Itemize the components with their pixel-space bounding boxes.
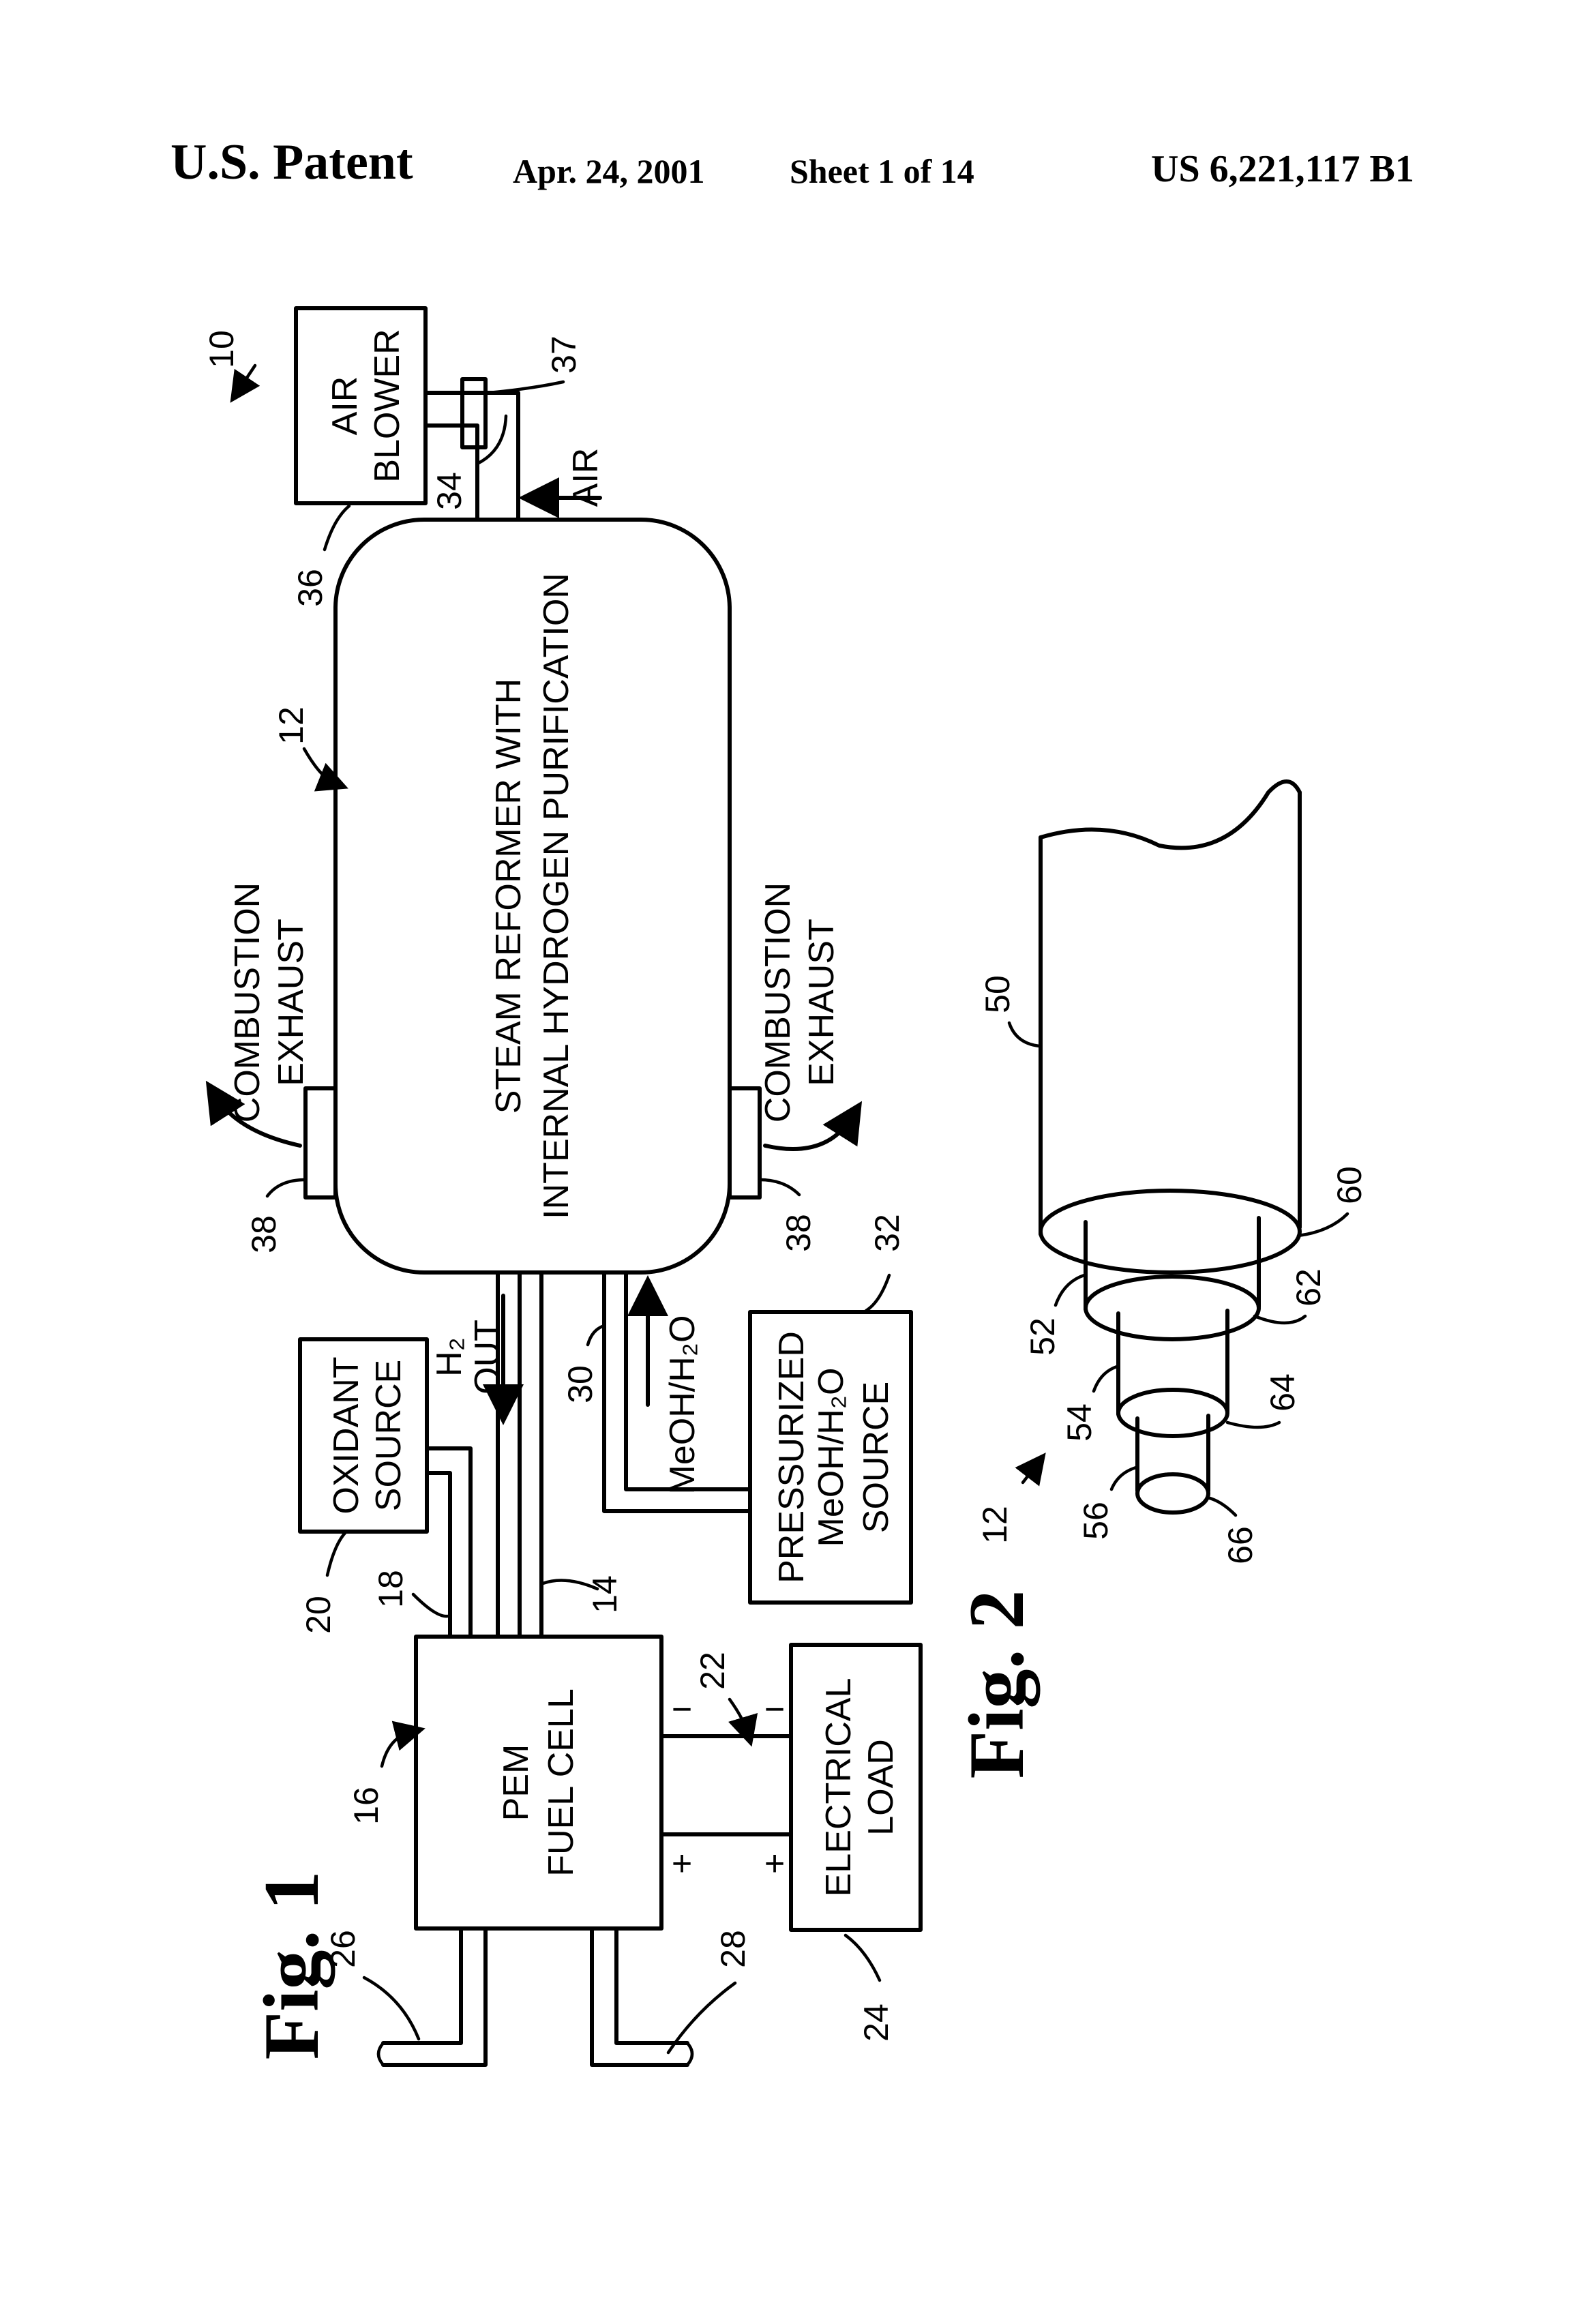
fig2-ref-50-leader [1009, 1023, 1039, 1046]
fig2-diagram: 12 50 52 54 56 60 62 64 66 Fig. 2 [953, 781, 1369, 1779]
fig1-diagram: STEAM REFORMER WITH INTERNAL HYDROGEN PU… [203, 308, 921, 2065]
fig2-ref-52-leader [1056, 1275, 1084, 1305]
air-in-label: AIR [566, 448, 606, 507]
ref-24-leader [846, 1935, 880, 1980]
ref-30-leader [588, 1326, 604, 1345]
h2-out-label-1: H₂ [430, 1337, 469, 1377]
fig2-ref-50: 50 [979, 975, 1017, 1013]
ref-38-left: 38 [245, 1215, 283, 1253]
ref-14: 14 [586, 1575, 624, 1613]
ref-20-leader [327, 1533, 345, 1575]
steam-reformer-label-1: STEAM REFORMER WITH [489, 679, 528, 1114]
ref-32-leader [866, 1275, 889, 1311]
ref-24: 24 [857, 2003, 895, 2042]
ref-18: 18 [372, 1570, 410, 1608]
fig2-ref-56: 56 [1077, 1502, 1115, 1540]
air-blower-label-1: AIR [325, 376, 365, 436]
outer-tube-break [1041, 781, 1300, 848]
ref-22: 22 [693, 1652, 732, 1690]
fig1-label: Fig. 1 [248, 1871, 335, 2059]
ref-12: 12 [272, 706, 310, 745]
ref-30: 30 [561, 1365, 599, 1403]
oxidant-line-inner [427, 1473, 450, 1637]
fig2-ref-52: 52 [1024, 1317, 1062, 1356]
air-blower-label-2: BLOWER [368, 329, 407, 482]
fig2-ref-64-leader [1227, 1422, 1279, 1427]
coolant-pipe-26-end [378, 2043, 383, 2065]
meoh-flow-label: MeOH/H₂O [663, 1315, 702, 1495]
pressurized-source-label-2: MeOH/H₂O [811, 1368, 851, 1547]
steam-reformer-box [335, 520, 730, 1272]
fig2-ref-60-leader [1298, 1214, 1347, 1236]
minus-sign-cell: − [672, 1690, 692, 1729]
core-end-66 [1137, 1474, 1208, 1513]
pem-fuel-cell-label-1: PEM [496, 1744, 536, 1821]
exhaust-right-label-1: COMBUSTION [758, 882, 798, 1122]
ref-36-leader [325, 506, 349, 550]
fig2-label: Fig. 2 [953, 1590, 1041, 1778]
h2-out-label-2: OUT [468, 1320, 507, 1395]
oxidant-source-label-2: SOURCE [369, 1360, 408, 1511]
electrical-load-label-1: ELECTRICAL [819, 1678, 859, 1897]
fig2-ref-60: 60 [1330, 1166, 1369, 1204]
ref-32: 32 [868, 1214, 906, 1252]
ref-34-leader [477, 416, 506, 464]
fig2-ref-12-arrow [1023, 1465, 1036, 1483]
ref-16: 16 [347, 1787, 385, 1825]
oxidant-source-label-1: OXIDANT [327, 1356, 366, 1514]
exhaust-left-label-2: EXHAUST [271, 919, 311, 1086]
ref-20: 20 [299, 1596, 338, 1634]
ref-10-arrow [239, 366, 255, 390]
middle-tube-end-62 [1086, 1277, 1259, 1339]
inner-tube-end-64 [1118, 1390, 1227, 1436]
ref-36: 36 [291, 569, 329, 607]
coolant-pipe-26 [383, 1928, 461, 2043]
fig2-ref-54-leader [1094, 1367, 1117, 1391]
coolant-pipe-28-end [687, 2043, 692, 2065]
fig2-ref-62-leader [1255, 1316, 1305, 1323]
ref-16-leader [382, 1732, 411, 1766]
valve-37 [462, 379, 486, 447]
pressurized-source-label-3: SOURCE [856, 1382, 896, 1533]
ref-18-leader [413, 1594, 447, 1616]
fig2-ref-64: 64 [1264, 1373, 1302, 1412]
pem-fuel-cell-label-2: FUEL CELL [541, 1688, 581, 1877]
ref-22-leader [730, 1699, 747, 1732]
fig2-ref-56-leader [1111, 1468, 1136, 1489]
ref-10: 10 [203, 330, 241, 368]
coolant-pipe-28-inner [616, 1928, 687, 2043]
fig2-ref-12: 12 [976, 1506, 1014, 1544]
pem-fuel-cell-box [416, 1637, 661, 1928]
plus-sign-cell: + [672, 1844, 692, 1883]
outer-tube-body [1041, 792, 1300, 1234]
minus-sign-load: − [764, 1690, 785, 1729]
ref-37: 37 [545, 336, 583, 374]
steam-reformer-label-2: INTERNAL HYDROGEN PURIFICATION [537, 573, 576, 1219]
ref-38-right: 38 [779, 1214, 818, 1252]
ref-38-left-leader [267, 1180, 305, 1196]
fig2-ref-66-leader [1207, 1498, 1236, 1515]
pressurized-source-label-1: PRESSURIZED [772, 1331, 811, 1583]
ref-28: 28 [714, 1930, 752, 1968]
exhaust-right-label-2: EXHAUST [802, 919, 841, 1086]
electrical-load-label-2: LOAD [861, 1739, 901, 1836]
ref-34: 34 [430, 472, 468, 510]
plus-sign-load: + [764, 1844, 785, 1883]
ref-26-leader [364, 1978, 419, 2039]
fig2-ref-62: 62 [1289, 1268, 1328, 1307]
fig2-ref-66: 66 [1221, 1526, 1259, 1564]
ref-38-right-leader [760, 1180, 799, 1195]
exhaust-port-right [730, 1088, 760, 1197]
exhaust-left-label-1: COMBUSTION [228, 882, 267, 1122]
ref-37-leader [488, 382, 563, 393]
fig2-ref-54: 54 [1060, 1403, 1099, 1442]
ref-12-leader [304, 749, 334, 783]
exhaust-port-left [305, 1088, 335, 1197]
